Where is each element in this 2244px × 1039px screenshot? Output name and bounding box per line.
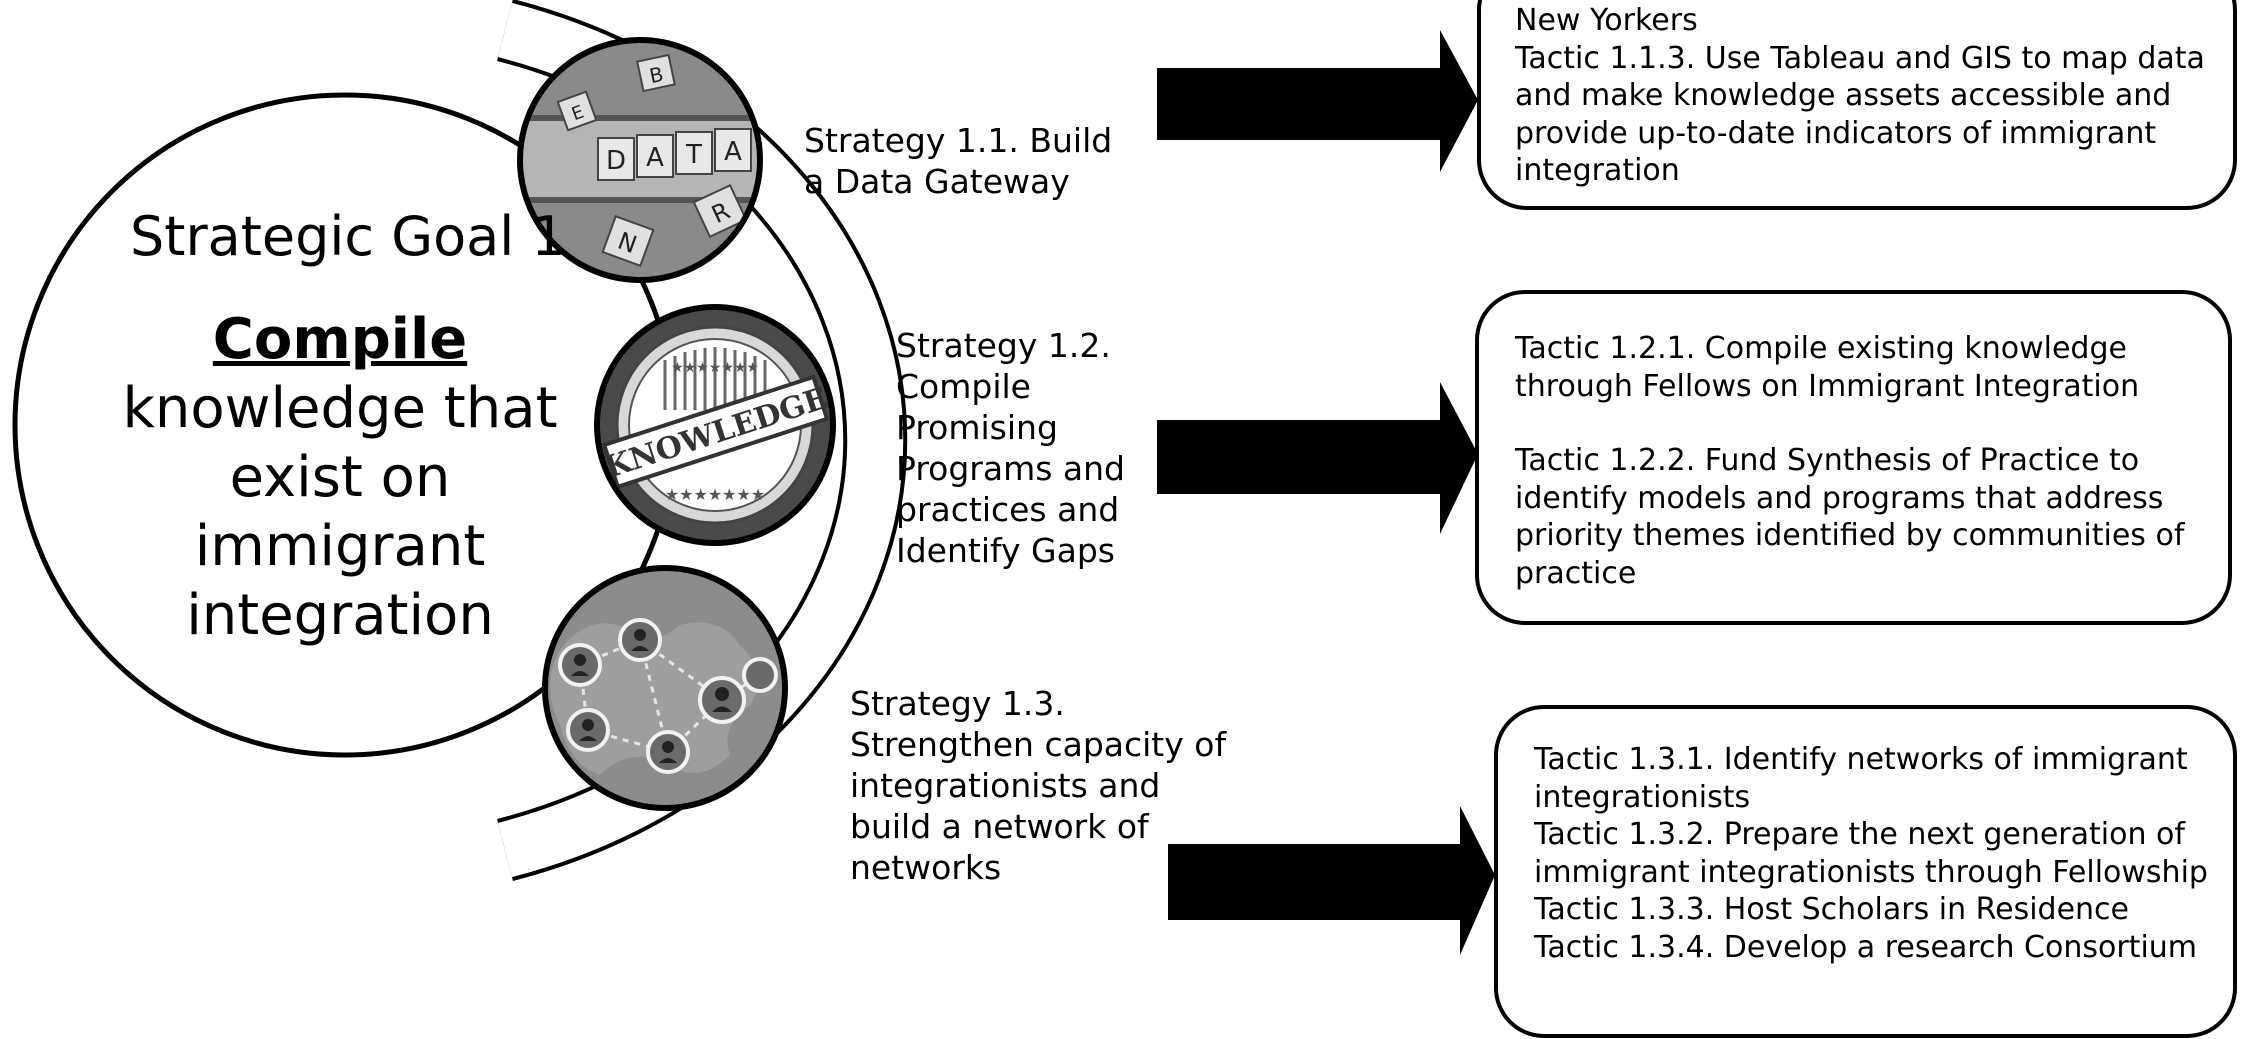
tactic-1-3-2: Tactic 1.3.2. Prepare the next generatio…	[1534, 817, 2208, 890]
tactic-1-1-continued: New Yorkers	[1515, 3, 1698, 38]
tile-letter-a: A	[646, 143, 664, 173]
strategy-1-1: Strategy 1.1. Build a Data Gateway	[804, 121, 1113, 201]
goal-description: Compile knowledge that exist on immigran…	[115, 305, 565, 650]
goal-title: Strategic Goal 1	[130, 205, 566, 268]
knowledge-seal-icon: KNOWLEDGE ★★★★★★★ ★★★★★★★	[594, 304, 836, 546]
strategy-1-3: Strategy 1.3. Strengthen capacity of int…	[850, 684, 1227, 887]
svg-text:★★★★★★★: ★★★★★★★	[671, 360, 759, 376]
tile-letter-d: D	[606, 146, 626, 176]
goal-description-rest: knowledge that exist on immigrant integr…	[122, 376, 558, 648]
tactic-box-2: Tactic 1.2.1. Compile existing knowledge…	[1475, 290, 2232, 625]
strategy-1-2: Strategy 1.2. Compile Promising Programs…	[896, 326, 1126, 570]
tactic-box-3: Tactic 1.3.1. Identify networks of immig…	[1494, 705, 2237, 1038]
tactic-1-2-1: Tactic 1.2.1. Compile existing knowledge…	[1515, 331, 2140, 404]
tile-letter-t: T	[685, 140, 702, 170]
arrow-right-2	[1157, 382, 1478, 534]
arrow-right-3	[1168, 806, 1495, 955]
tactic-1-3-3: Tactic 1.3.3. Host Scholars in Residence	[1534, 892, 2130, 927]
data-tiles-icon: D A T A B E N R	[517, 37, 763, 283]
tile-letter-b: B	[647, 62, 665, 88]
tile-letter-a2: A	[724, 137, 742, 167]
network-map-icon	[542, 565, 788, 811]
tactic-1-2-2: Tactic 1.2.2. Fund Synthesis of Practice…	[1515, 443, 2185, 591]
arrow-right-1	[1157, 30, 1478, 172]
goal-verb: Compile	[212, 307, 468, 372]
tactic-1-1-3: Tactic 1.1.3. Use Tableau and GIS to map…	[1515, 40, 2205, 189]
tactic-1-3-1: Tactic 1.3.1. Identify networks of immig…	[1534, 742, 2188, 815]
svg-text:★★★★★★★: ★★★★★★★	[665, 485, 765, 504]
tactic-box-1: New Yorkers Tactic 1.1.3. Use Tableau an…	[1477, 0, 2237, 210]
tactic-1-3-4: Tactic 1.3.4. Develop a research Consort…	[1534, 929, 2198, 965]
